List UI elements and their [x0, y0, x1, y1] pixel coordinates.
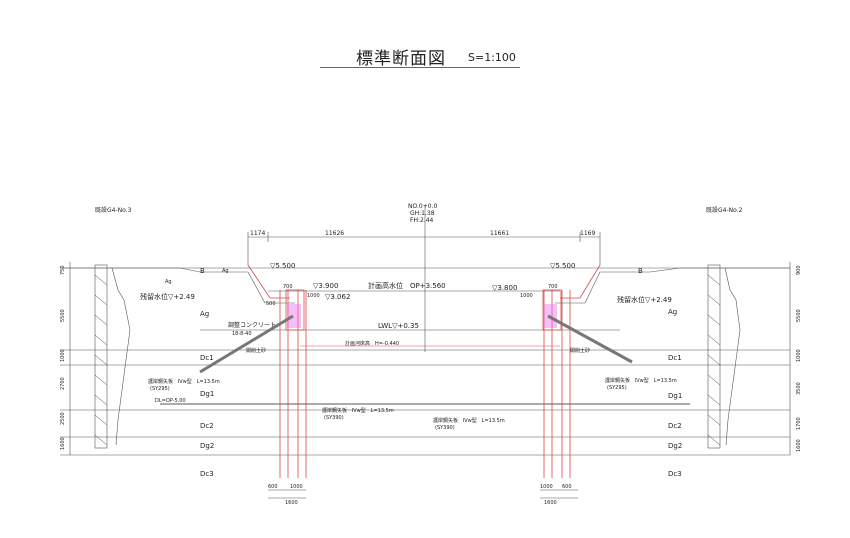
depth-right-3: 3500: [796, 382, 802, 395]
bottom-right-a: 1000: [540, 484, 553, 490]
level-right-mid: ▽3.800: [492, 284, 517, 292]
excavation-right: 開削土砂: [570, 347, 590, 354]
strata-left-labels: Ag Dc1 Dg1 Dc2 Dg2 Dc3: [200, 310, 214, 478]
residual-water-left: 残留水位▽+2.49: [140, 292, 195, 301]
left-n-value-plot: [111, 267, 131, 446]
left-boring-column: [94, 264, 108, 449]
dim-1000-right: 1000: [520, 293, 533, 299]
stratum-right-dc3: Dc3: [668, 470, 682, 478]
dim-700-right: 700: [548, 284, 558, 290]
title-underline: [320, 67, 520, 68]
left-anchor-highlight: [287, 304, 301, 328]
depth-left-0: 750: [60, 265, 66, 275]
dim-1000-left: 1000: [307, 293, 320, 299]
right-boring-column: [707, 264, 721, 449]
left-tie-rod: [199, 314, 294, 374]
right-bank-profile: [555, 267, 790, 304]
stratum-left-dg1: Dg1: [200, 390, 214, 398]
centerline-label-1: NO.0+0.0: [408, 203, 437, 210]
depth-left-2: 1000: [60, 349, 66, 362]
b-right: B: [638, 267, 643, 275]
design-riverbed: 計画河床高 H=-0.440: [345, 340, 399, 347]
sheet-pile-mid2-spec: (SY390): [435, 425, 455, 431]
bottom-left-b: 1000: [290, 484, 303, 490]
sheet-pile-mid2: 護岸鋼矢板 Ⅳw型 L=13.5m: [433, 417, 505, 424]
stratum-left-dc2: Dc2: [200, 422, 214, 430]
left-cap-beam: [285, 289, 305, 331]
depth-right-1: 5500: [796, 309, 802, 322]
dim-left-end: 1174: [250, 230, 265, 237]
ag-small-2: Ag: [222, 268, 229, 274]
depth-right-2: 1000: [796, 349, 802, 362]
left-revetment: [247, 264, 290, 299]
right-revetment: [560, 264, 601, 299]
b-left: B: [200, 267, 205, 275]
title-block: 標準断面図 S=1:100: [320, 42, 520, 69]
level-left-low: ▽3.062: [325, 293, 350, 301]
bottom-dimension-labels: 600 1000 1600 1000 600 1600: [268, 484, 572, 506]
centerline-label-2: GH:1.38: [410, 210, 435, 217]
depth-left-1: 5500: [60, 309, 66, 322]
dim-right-span: 11661: [490, 230, 509, 237]
depth-right-4: 1700: [796, 417, 802, 430]
stratum-right-dg2: Dg2: [668, 442, 682, 450]
drawing-title: 標準断面図: [356, 49, 446, 69]
level-right-top: ▽5.500: [550, 262, 575, 270]
concrete-label: 調整コンクリート: [228, 321, 276, 329]
right-n-value-plot: [724, 267, 741, 446]
depth-right-5: 1600: [796, 439, 802, 452]
centerline-label-3: FH:2.44: [410, 217, 434, 224]
ag-small-left: Ag: [165, 279, 172, 285]
sheet-pile-mid1: 護岸鋼矢板 Ⅳw型 L=13.5m: [322, 407, 394, 414]
boring-left-label: 既設G4-No.3: [95, 206, 132, 214]
left-bank-profile: [60, 267, 295, 304]
bottom-right-c: 1600: [544, 500, 557, 506]
right-tie-rod: [547, 314, 633, 364]
boring-right-label: 既設G4-No.2: [706, 206, 743, 214]
drawing-scale: S=1:100: [468, 51, 516, 64]
concrete-spec: 18-8-40: [232, 331, 252, 337]
stratum-left-dc1: Dc1: [200, 354, 214, 362]
design-high-water: 計画高水位 OP+3.560: [368, 281, 446, 290]
excavation-left: 開削土砂: [246, 347, 266, 354]
sheet-pile-left-spec: (SY295): [150, 386, 170, 392]
dim-700-left: 700: [283, 284, 293, 290]
stratum-left-dg2: Dg2: [200, 442, 214, 450]
stratum-left-dc3: Dc3: [200, 470, 214, 478]
dim-500-left: 500: [266, 301, 276, 307]
stratum-right-dc2: Dc2: [668, 422, 682, 430]
depth-right-labels: 900 5500 1000 3500 1700 1600: [796, 265, 802, 452]
residual-water-right: 残留水位▽+2.49: [617, 295, 672, 304]
stratum-right-dg1: Dg1: [668, 392, 682, 400]
dl-label: DL=OP-5.00: [155, 398, 186, 404]
bottom-right-b: 600: [562, 484, 572, 490]
depth-left-5: 1600: [60, 437, 66, 450]
depth-left-3: 2700: [60, 377, 66, 390]
sheet-pile-right: 護岸鋼矢板 Ⅳw型 L=13.5m: [605, 377, 677, 384]
boring-hatch: [94, 274, 721, 446]
stratum-left-ag: Ag: [200, 310, 209, 318]
level-left-top: ▽5.500: [270, 262, 295, 270]
strata-right-labels: Ag Dc1 Dg1 Dc2 Dg2 Dc3: [668, 308, 682, 478]
stratum-right-ag: Ag: [668, 308, 677, 316]
depth-left-labels: 750 5500 1000 2700 2500 1600: [60, 265, 66, 450]
sheet-pile-left: 護岸鋼矢板 Ⅳw型 L=13.5m: [148, 378, 220, 385]
sheet-pile-mid1-spec: (SY390): [324, 415, 344, 421]
sheet-pile-right-spec: (SY295): [607, 385, 627, 391]
depth-left-4: 2500: [60, 412, 66, 425]
dim-left-span: 11626: [325, 230, 344, 237]
bottom-left-a: 600: [268, 484, 278, 490]
depth-right-0: 900: [796, 265, 802, 275]
lwl-label: LWL▽+0.35: [378, 322, 419, 330]
dim-right-end: 1169: [580, 230, 595, 237]
level-left-mid: ▽3.900: [313, 282, 338, 290]
stratum-right-dc1: Dc1: [668, 354, 682, 362]
bottom-left-c: 1600: [285, 500, 298, 506]
